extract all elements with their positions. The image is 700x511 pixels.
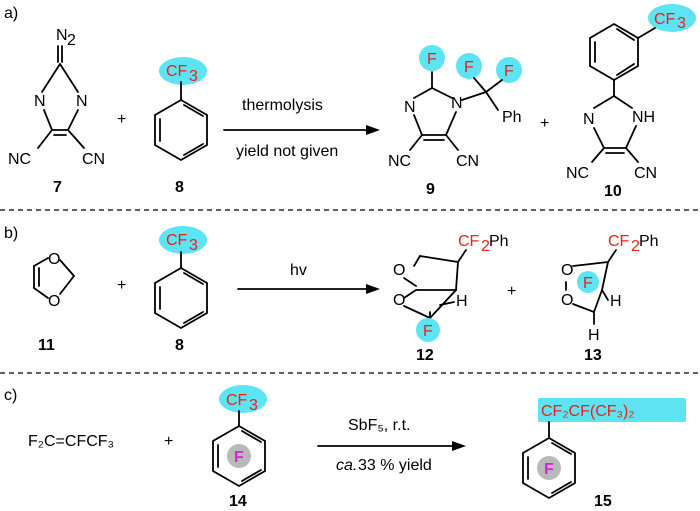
compound-13-structure: CF 2 Ph O O F H H	[561, 233, 659, 344]
plus-a1: +	[117, 111, 126, 128]
c10-nc: NC	[566, 165, 589, 182]
panel-c-label: c)	[4, 387, 17, 404]
compound-10-number: 10	[604, 183, 622, 200]
cf3-label: CF	[166, 63, 188, 80]
c12-o2: O	[393, 292, 405, 309]
c7-n-left: N	[34, 93, 46, 110]
c9-cf2-f1: F	[464, 59, 474, 76]
compound-11-number: 11	[38, 337, 55, 354]
cf3-subscript: 3	[189, 68, 198, 85]
compound-15-structure: CF₂CF(CF₃)₂ F	[522, 398, 686, 500]
arrow-c-ca: ca.	[336, 457, 357, 474]
compound-8-number-a: 8	[175, 179, 184, 196]
c9-nc: NC	[388, 153, 411, 170]
c14-ring-f: F	[234, 449, 244, 466]
plus-b2: +	[507, 283, 516, 300]
c13-cf2-sub: 2	[631, 238, 640, 255]
c13-h2: H	[588, 327, 600, 344]
c13-h1: H	[610, 293, 622, 310]
c14-cf3: CF	[226, 392, 248, 409]
c13-ph: Ph	[639, 233, 659, 250]
c7-n-right: N	[76, 93, 88, 110]
compound-7-number: 7	[53, 179, 62, 196]
c9-n2: N	[451, 95, 463, 112]
compound-14-number: 14	[229, 493, 247, 510]
diazo-n-label: N	[56, 27, 68, 44]
c13-o2: O	[561, 292, 573, 309]
compound-8-structure-a: CF 3	[154, 57, 208, 162]
compound-9-number: 9	[426, 181, 435, 198]
compound-7-structure: N 2 N N NC CN	[8, 27, 105, 168]
c9-f-label: F	[427, 51, 437, 68]
arrow-a-yield: yield not given	[236, 143, 338, 160]
panel-b-label: b)	[4, 225, 18, 242]
c12-ph: Ph	[489, 233, 509, 250]
c10-cf3-sub: 3	[677, 15, 686, 32]
c13-o1: O	[561, 262, 573, 279]
c13-cf2: CF	[608, 233, 630, 250]
c10-cf3: CF	[654, 11, 676, 28]
c15-substituent: CF₂CF(CF₃)₂	[541, 403, 635, 420]
c10-n: N	[583, 111, 595, 128]
b-cf3-sub: 3	[189, 237, 198, 254]
b-cf3-label: CF	[166, 232, 188, 249]
plus-b1: +	[117, 277, 126, 294]
c9-ph: Ph	[502, 109, 522, 126]
compound-11-structure: O O	[33, 251, 75, 310]
c13-f: F	[583, 275, 593, 292]
compound-12-structure: CF 2 Ph O O H F	[393, 233, 509, 342]
alkene-formula: F₂C=CFCF₃	[28, 433, 114, 450]
c12-o1: O	[393, 262, 405, 279]
c7-nc-label: NC	[8, 151, 31, 168]
c7-cn-label: CN	[82, 151, 105, 168]
arrow-a-condition: thermolysis	[242, 97, 323, 114]
compound-10-structure: CF 3 N NH NC CN	[566, 4, 696, 182]
c15-ring-f: F	[544, 461, 554, 478]
c9-n1: N	[404, 99, 416, 116]
c9-cn: CN	[456, 153, 479, 170]
compound-8-number-b: 8	[175, 337, 184, 354]
diazo-n-subscript: 2	[67, 32, 76, 49]
c12-h: H	[456, 293, 468, 310]
compound-14-structure: CF 3 F	[212, 385, 267, 488]
c10-nh: NH	[632, 109, 655, 126]
c12-cf2: CF	[458, 233, 480, 250]
arrow-c-yield: 33 % yield	[358, 457, 432, 474]
arrow-b-condition: hv	[290, 262, 307, 279]
panel-a-label: a)	[4, 5, 18, 22]
plus-c: +	[164, 433, 173, 450]
c11-o2: O	[48, 293, 60, 310]
compound-12-number: 12	[416, 347, 434, 364]
c11-o1: O	[48, 251, 60, 268]
plus-a2: +	[540, 115, 549, 132]
compound-9-structure: F F F N N NC CN Ph	[388, 45, 522, 170]
c10-cn: CN	[634, 165, 657, 182]
arrow-c-condition: SbF₅, r.t.	[348, 417, 410, 434]
compound-13-number: 13	[584, 347, 602, 364]
compound-15-number: 15	[594, 493, 612, 510]
compound-8-structure-b: CF 3	[154, 226, 208, 330]
c14-cf3-sub: 3	[249, 397, 258, 414]
c12-cf2-sub: 2	[481, 238, 490, 255]
c9-cf2-f2: F	[504, 63, 514, 80]
c12-f: F	[423, 323, 433, 340]
